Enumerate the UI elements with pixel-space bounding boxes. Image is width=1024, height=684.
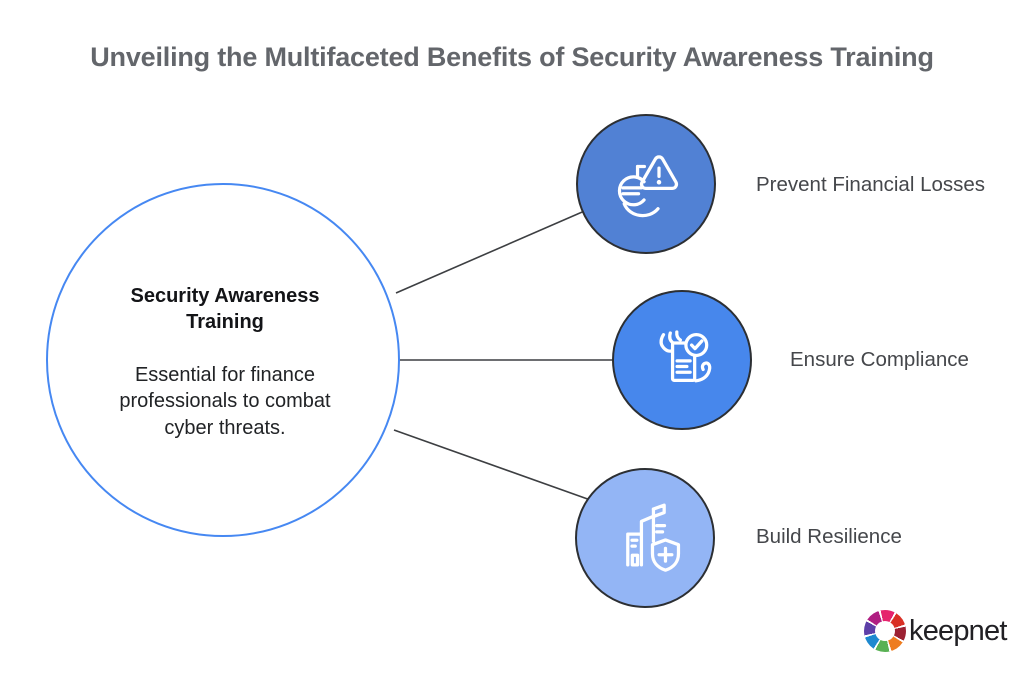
benefit-label-build-resilience: Build Resilience: [756, 525, 902, 548]
page-title: Unveiling the Multifaceted Benefits of S…: [90, 42, 934, 72]
benefit-node-ensure-compliance: [612, 290, 752, 430]
connector-line-top: [395, 205, 597, 294]
building-shield-icon: [626, 503, 681, 572]
benefit-label-prevent-financial-losses: Prevent Financial Losses: [756, 173, 986, 196]
keepnet-logo: keepnet: [864, 608, 1007, 654]
central-node-text: Security Awareness Training Essential fo…: [95, 283, 355, 442]
keepnet-logo-text: keepnet: [909, 614, 1007, 647]
central-node: Security Awareness Training Essential fo…: [46, 183, 400, 537]
document-check-icon: [659, 330, 712, 383]
benefit-node-build-resilience: [575, 468, 715, 608]
connector-line-bottom: [393, 429, 597, 503]
benefit-label-ensure-compliance: Ensure Compliance: [790, 348, 969, 371]
benefit-node-prevent-financial-losses: [576, 114, 716, 254]
central-node-description: Essential for finance professionals to c…: [119, 363, 331, 439]
euro-warning-icon: [617, 155, 679, 218]
central-node-heading: Security Awareness Training: [130, 285, 320, 334]
keepnet-logo-mark-icon: [864, 610, 906, 652]
